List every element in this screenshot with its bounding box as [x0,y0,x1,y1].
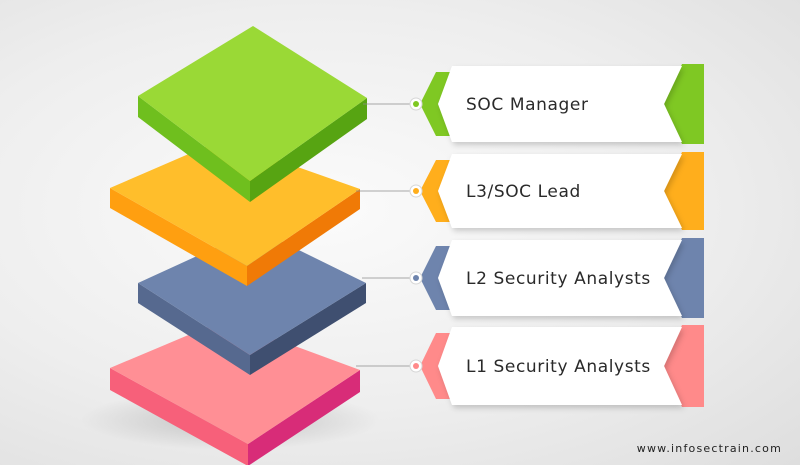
connector-dot-center [413,275,419,281]
layer-3-top-face [138,229,366,355]
right-chevron [664,325,704,407]
layer-2-top-face [110,140,360,266]
layer-1-left-face [138,96,250,202]
level-label: SOC Manager [466,95,589,115]
right-chevron [664,238,704,318]
connector-dot-center [413,188,419,194]
layer-1-top-face [138,26,367,181]
layer-4-right-face [248,370,360,465]
level-label: L3/SOC Lead [466,182,581,202]
layer-4 [110,320,360,465]
level-card-1: SOC Manager [363,64,704,144]
layer-3 [138,229,366,375]
level-label: L1 Security Analysts [466,357,651,377]
level-card-3: L2 Security Analysts [362,238,704,318]
connector-dot-center [413,101,419,107]
card-body [438,66,682,142]
right-chevron [664,64,704,144]
layer-3-left-face [138,283,250,375]
layer-1-right-face [250,98,367,202]
card-body [438,240,682,316]
layer-4-left-face [110,368,248,465]
level-label: L2 Security Analysts [466,269,651,289]
layer-2-right-face [247,189,360,286]
card-body [438,154,682,228]
layer-4-top-face [110,320,360,444]
level-card-4: L1 Security Analysts [356,325,704,407]
level-card-2: L3/SOC Lead [356,152,704,230]
layer-1 [138,26,367,202]
footer-url: www.infosectrain.com [637,442,782,455]
layer-3-right-face [250,283,366,375]
card-body [438,327,682,405]
layer-2-left-face [110,188,247,286]
right-chevron [664,152,704,230]
connector-dot-center [413,363,419,369]
layer-stack [110,26,367,465]
layer-2 [110,140,360,286]
